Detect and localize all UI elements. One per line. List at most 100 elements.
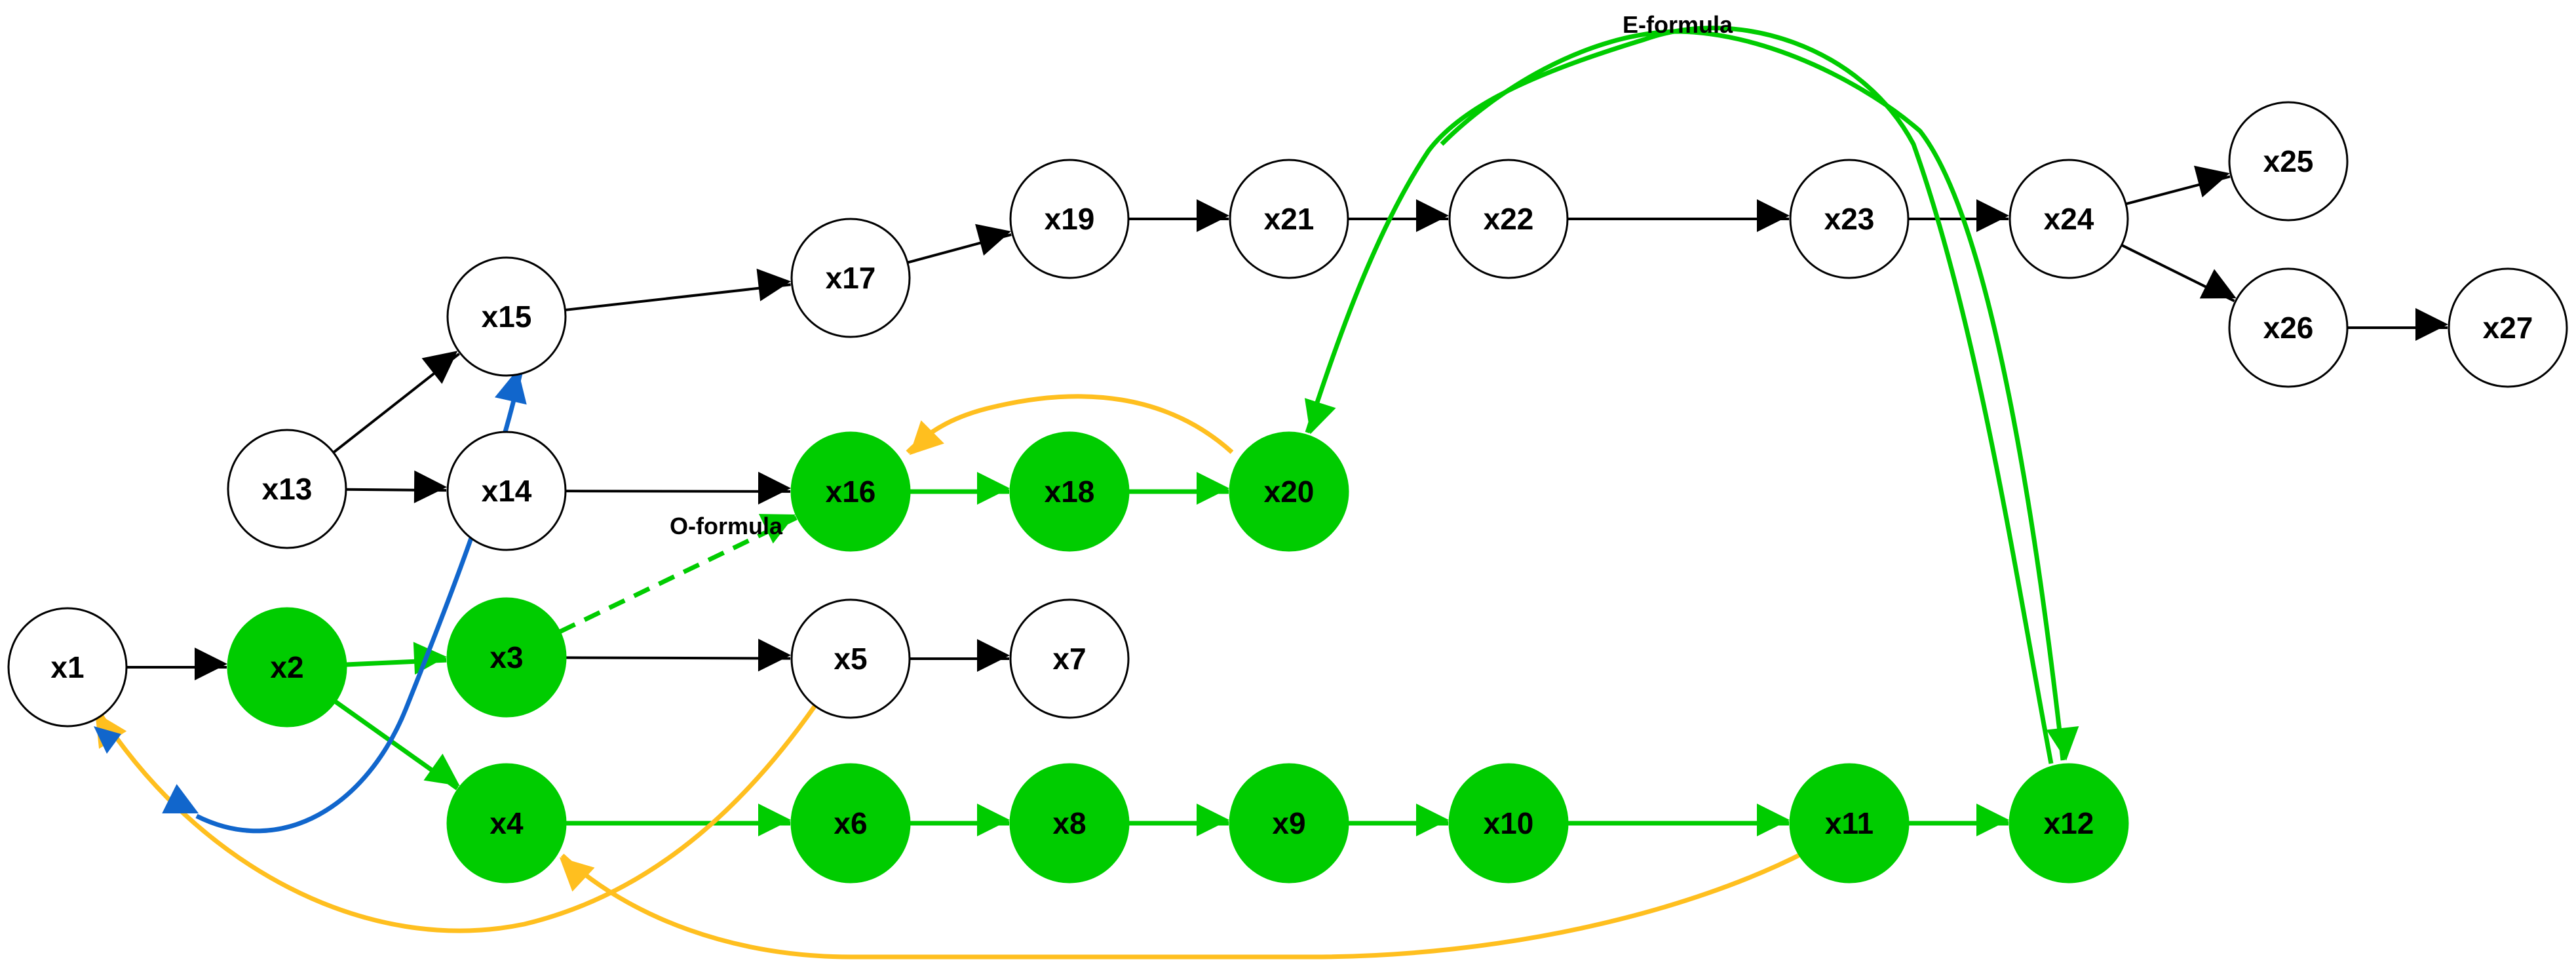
node-x19[interactable]: x19 <box>1009 159 1130 279</box>
node-x7[interactable]: x7 <box>1009 598 1130 719</box>
node-label-x4: x4 <box>490 806 524 840</box>
node-circle-x12 <box>2009 763 2129 884</box>
node-circle-x5 <box>790 598 911 719</box>
node-x26[interactable]: x26 <box>2228 267 2349 388</box>
node-x6[interactable]: x6 <box>790 763 911 884</box>
node-label-x23: x23 <box>1824 202 1875 236</box>
node-label-x11: x11 <box>1825 806 1874 840</box>
edge-line-x2-x3 <box>345 642 447 675</box>
edge-line-x17-x19 <box>907 224 1012 264</box>
node-circle-x23 <box>1789 159 1910 279</box>
node-circle-x20 <box>1229 431 1349 552</box>
node-x27[interactable]: x27 <box>2448 267 2568 388</box>
node-circle-x24 <box>2009 159 2129 279</box>
node-label-x25: x25 <box>2263 144 2314 178</box>
edge-x2-x3 <box>345 642 447 675</box>
node-x11[interactable]: x11 <box>1789 763 1910 884</box>
node-label-x22: x22 <box>1484 202 1534 236</box>
node-circle-x14 <box>446 431 567 551</box>
edge-x24-x26 <box>2121 244 2237 302</box>
node-label-x8: x8 <box>1052 806 1086 840</box>
node-circle-x13 <box>227 429 347 549</box>
node-label-x24: x24 <box>2044 202 2094 236</box>
edge-x20-x16 <box>906 394 1234 456</box>
edge-x11-x4 <box>559 849 1807 960</box>
edge-x13-x15 <box>332 351 460 454</box>
edge-x24-x25 <box>2125 165 2231 206</box>
node-label-x12: x12 <box>2044 806 2094 840</box>
edge-x14-x16 <box>565 471 792 505</box>
edge-x11-x20 <box>1304 26 2079 764</box>
node-label-x13: x13 <box>262 472 313 506</box>
node-x21[interactable]: x21 <box>1229 159 1349 279</box>
edge-x3-x5 <box>565 638 792 672</box>
node-label-x2: x2 <box>270 650 303 684</box>
node-x16[interactable]: x16 <box>790 431 911 552</box>
node-circle-x8 <box>1009 763 1130 884</box>
node-circle-x3 <box>446 597 567 718</box>
edge-line-x3-x5 <box>565 638 792 672</box>
node-x25[interactable]: x25 <box>2228 101 2349 222</box>
node-circle-x15 <box>446 256 567 377</box>
edge-line-x20-x16 <box>906 394 1234 456</box>
node-x13[interactable]: x13 <box>227 429 347 549</box>
node-x4[interactable]: x4 <box>446 763 567 884</box>
node-circle-x17 <box>790 218 911 338</box>
edge-x5-x1 <box>95 703 818 933</box>
node-circle-x19 <box>1009 159 1130 279</box>
edge-line-x5-x1 <box>95 703 818 933</box>
node-x10[interactable]: x10 <box>1448 763 1569 884</box>
node-x18[interactable]: x18 <box>1009 431 1130 552</box>
edge-label-e-formula: E-formula <box>1623 11 1733 38</box>
edge-line-x24-x25 <box>2125 165 2231 206</box>
node-circle-x4 <box>446 763 567 884</box>
edge-x17-x19 <box>907 224 1012 264</box>
node-label-x26: x26 <box>2263 311 2314 345</box>
node-circle-x21 <box>1229 159 1349 279</box>
edge-labels: O-formula E-formula <box>670 11 1733 539</box>
node-label-x5: x5 <box>834 642 867 676</box>
edge-line-x14-x16 <box>565 471 792 505</box>
node-x22[interactable]: x22 <box>1448 159 1569 279</box>
node-label-x10: x10 <box>1484 806 1534 840</box>
node-x17[interactable]: x17 <box>790 218 911 338</box>
node-x2[interactable]: x2 <box>227 607 347 728</box>
node-label-x3: x3 <box>490 640 523 674</box>
node-circle-x18 <box>1009 431 1130 552</box>
node-circle-x16 <box>790 431 911 552</box>
blue-arrowhead-x1 <box>94 726 121 754</box>
edge-x3-x16 <box>558 514 798 634</box>
edge-x1-x15 <box>162 368 527 834</box>
edge-line-x13-x15 <box>332 351 460 454</box>
node-label-x15: x15 <box>482 300 532 334</box>
node-label-x16: x16 <box>826 475 876 509</box>
edge-line-x3-x16 <box>558 514 798 634</box>
edge-line-x11-x20 <box>1304 26 2054 764</box>
node-circle-x25 <box>2228 101 2349 222</box>
node-label-x19: x19 <box>1045 202 1095 236</box>
node-label-x6: x6 <box>834 806 867 840</box>
node-x8[interactable]: x8 <box>1009 763 1130 884</box>
node-x15[interactable]: x15 <box>446 256 567 377</box>
edge-label-o-formula: O-formula <box>670 513 783 539</box>
node-x12[interactable]: x12 <box>2009 763 2129 884</box>
node-x9[interactable]: x9 <box>1229 763 1349 884</box>
node-label-x7: x7 <box>1052 642 1086 676</box>
node-circle-x27 <box>2448 267 2568 388</box>
node-x3[interactable]: x3 <box>446 597 567 718</box>
node-x23[interactable]: x23 <box>1789 159 1910 279</box>
node-circle-x22 <box>1448 159 1569 279</box>
node-x20[interactable]: x20 <box>1229 431 1349 552</box>
node-x1[interactable]: x1 <box>7 607 128 728</box>
node-circle-x6 <box>790 763 911 884</box>
edge-line-x24-x26 <box>2121 244 2237 302</box>
node-x14[interactable]: x14 <box>446 431 567 551</box>
edge-line-x1-x15 <box>162 368 527 834</box>
node-circle-x1 <box>7 607 128 728</box>
edges-layer <box>94 26 2448 960</box>
edge-line-x2-x4 <box>334 699 460 790</box>
node-circle-x11 <box>1789 763 1910 884</box>
node-x24[interactable]: x24 <box>2009 159 2129 279</box>
node-x5[interactable]: x5 <box>790 598 911 719</box>
